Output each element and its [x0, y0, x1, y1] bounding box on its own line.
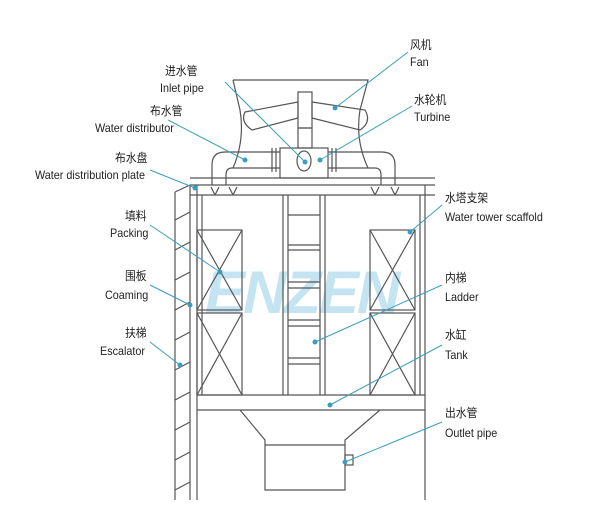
label-ladder-zh: 内梯	[445, 271, 467, 285]
label-tank-en: Tank	[445, 348, 468, 362]
label-scaffold-en: Water tower scaffold	[445, 210, 543, 224]
label-scaffold-zh: 水塔支架	[445, 191, 489, 205]
inner-ladder	[282, 195, 326, 395]
label-escalator-zh: 扶梯	[125, 326, 147, 340]
watermark-logo: ENZEN	[205, 259, 400, 326]
fan-housing	[232, 79, 369, 169]
tank	[239, 409, 381, 491]
label-outlet-pipe-en: Outlet pipe	[445, 426, 498, 440]
label-tank-zh: 水缸	[445, 328, 467, 342]
label-distribution-plate-zh: 布水盘	[115, 151, 148, 165]
label-turbine-en: Turbine	[414, 110, 451, 124]
label-fan-en: Fan	[410, 55, 429, 69]
label-escalator-en: Escalator	[100, 344, 146, 358]
label-water-distributor-en: Water distributor	[95, 121, 174, 135]
label-outlet-pipe-zh: 出水管	[445, 406, 478, 420]
label-turbine-zh: 水轮机	[414, 93, 447, 107]
label-distribution-plate-en: Water distribution plate	[35, 168, 146, 182]
label-fan-zh: 风机	[410, 38, 432, 52]
distributor-pipe	[211, 151, 396, 185]
label-inlet-pipe-zh: 进水管	[165, 64, 198, 78]
fan-blade-left	[242, 101, 299, 131]
label-water-distributor-zh: 布水管	[150, 104, 183, 118]
label-coaming-en: Coaming	[105, 288, 149, 302]
fan-blade-right	[311, 101, 369, 131]
label-packing-en: Packing	[110, 226, 149, 240]
packing-boxes	[196, 229, 416, 396]
label-inlet-pipe-en: Inlet pipe	[160, 81, 204, 95]
label-packing-zh: 填料	[125, 209, 147, 223]
label-coaming-zh: 围板	[125, 269, 147, 283]
leader-lines	[149, 51, 443, 465]
fan-hub	[297, 91, 313, 129]
escalator	[174, 184, 191, 500]
label-ladder-en: Ladder	[445, 290, 479, 304]
